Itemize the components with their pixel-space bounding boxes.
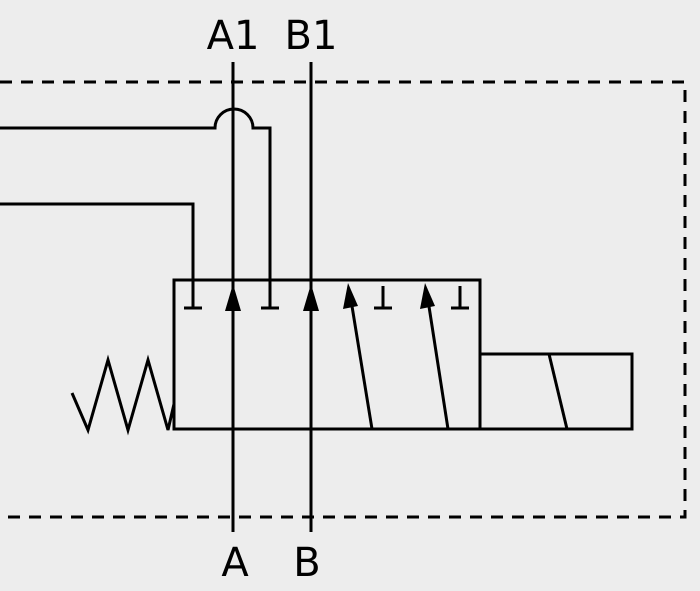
blocked-port-3: [374, 286, 392, 310]
solenoid-actuator: [478, 352, 634, 431]
flow-arrowhead-a: [225, 284, 241, 311]
port-label-b: B: [293, 540, 320, 586]
solenoid-coil-slash: [547, 353, 569, 430]
port-label-b1: B1: [285, 13, 338, 59]
flow-arrowhead-b: [303, 284, 319, 311]
flow-arrowhead-diagonal-1: [343, 283, 358, 309]
external-line-upper: [0, 107, 272, 286]
flow-arrow-diagonal-2: [426, 299, 450, 430]
flow-arrow-diagonal-1: [349, 299, 374, 430]
blocked-port-1: [184, 286, 202, 310]
valve-body: [172, 278, 482, 431]
port-label-a: A: [221, 540, 249, 586]
flow-arrowhead-diagonal-2: [420, 283, 435, 309]
external-line-lower: [0, 202, 195, 286]
return-spring: [70, 354, 176, 436]
port-label-a1: A1: [207, 13, 260, 59]
blocked-port-2: [261, 286, 279, 310]
blocked-port-4: [451, 286, 469, 310]
dashed-enclosure: [0, 80, 687, 519]
